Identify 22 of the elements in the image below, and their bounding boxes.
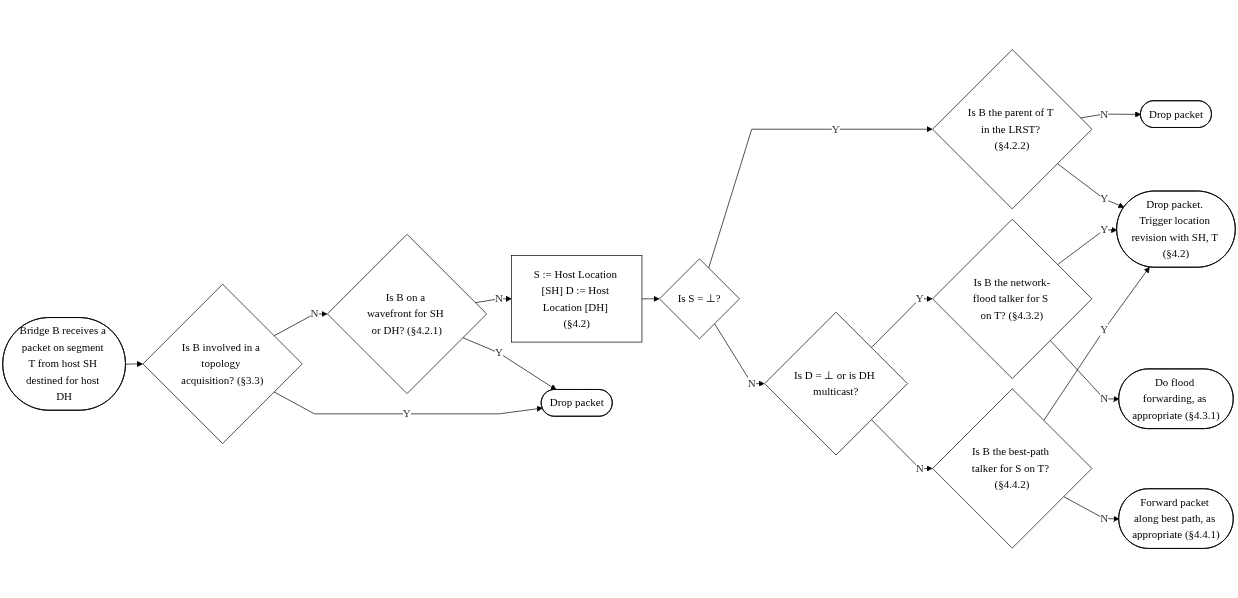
edge-label: N (494, 292, 503, 305)
node-diamond: Is B the parent of T in the LRST? (§4.2.2) (932, 49, 1093, 210)
edge-label: Y (1100, 223, 1109, 236)
node-diamond: Is B the network-flood talker for S on T? (§4.3.2) (932, 218, 1093, 379)
edge-label: Y (1100, 192, 1109, 205)
node-diamond: Is B the best-path talker for S on T? (§4.4.2) (932, 388, 1093, 549)
edge-label: Y (831, 123, 840, 135)
node-box: S := Host Location [SH] D := Host Location [DH] (§4.2) (511, 255, 643, 343)
node-diamond: Is B on a wavefront for SH or DH? (§4.2.1) (327, 233, 488, 394)
edge-label: N (310, 307, 319, 320)
edge-label: Y (915, 292, 924, 305)
edge-label: Y (402, 407, 411, 420)
node-diamond: Is B involved in a topology acquisition? (§3.3) (142, 283, 303, 444)
node-diamond: Is S = ⊥? (659, 258, 740, 340)
edge-label: N (1100, 392, 1109, 405)
edge-label: N (1100, 512, 1109, 525)
node-diamond: Is D = ⊥ or is DH multicast? (764, 311, 908, 456)
edge-label: N (747, 377, 756, 390)
edge-label: Y (494, 346, 503, 359)
edge-label: N (915, 462, 924, 474)
edge-label: N (1100, 107, 1109, 120)
edge-label: Y (1100, 323, 1109, 336)
